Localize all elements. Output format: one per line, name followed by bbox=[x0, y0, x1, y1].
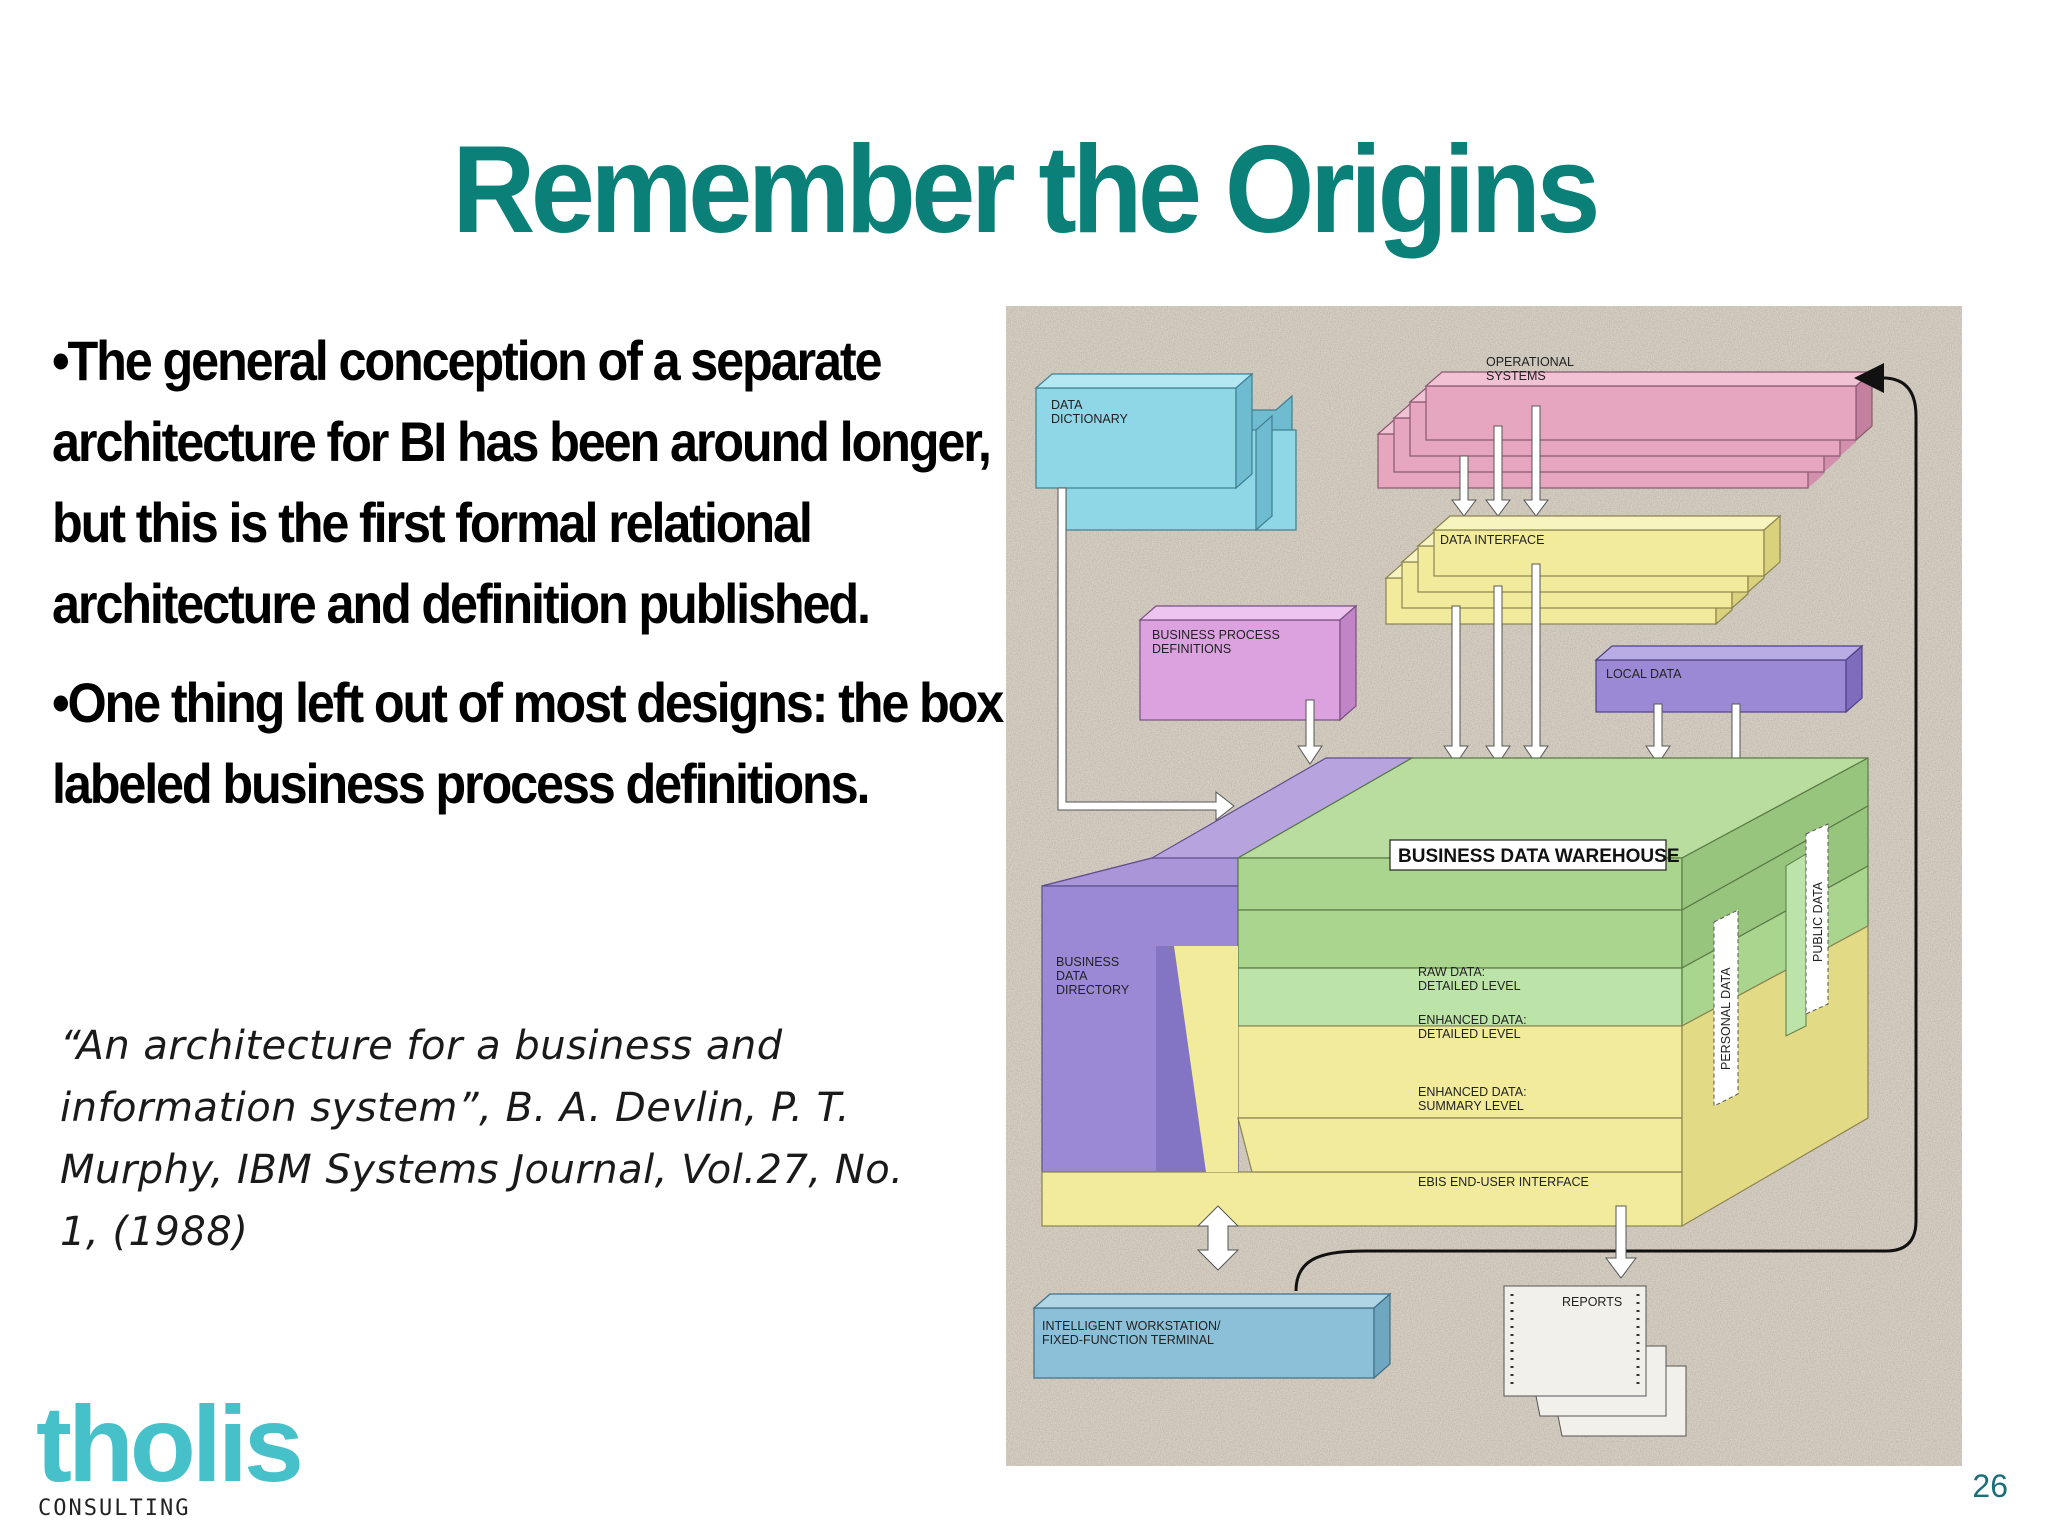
svg-text:RAW DATA:DETAILED LEVEL: RAW DATA:DETAILED LEVEL bbox=[1418, 965, 1521, 993]
page-number: 26 bbox=[1972, 1468, 2008, 1504]
workstation-label-2: FIXED-FUNCTION TERMINAL bbox=[1042, 1333, 1214, 1347]
feedback-arrow bbox=[1294, 363, 1918, 1292]
ebis-label: EBIS END-USER INTERFACE bbox=[1418, 1175, 1589, 1189]
operational-label-1: OPERATIONAL bbox=[1486, 355, 1574, 369]
svg-text:INTELLIGENT WORKSTATION/FIXED-: INTELLIGENT WORKSTATION/FIXED-FUNCTION T… bbox=[1042, 1319, 1221, 1347]
reports-stack: REPORTS bbox=[1503, 1285, 1687, 1437]
directory-label-3: DIRECTORY bbox=[1056, 983, 1130, 997]
workstation-double-arrow bbox=[1196, 1205, 1240, 1271]
svg-text:ENHANCED DATA:DETAILED LEVEL: ENHANCED DATA:DETAILED LEVEL bbox=[1418, 1013, 1527, 1041]
raw-data-label-1: RAW DATA: bbox=[1418, 965, 1485, 979]
enh-summary-label-1: ENHANCED DATA: bbox=[1418, 1085, 1527, 1099]
operational-label-2: SYSTEMS bbox=[1486, 369, 1546, 383]
dictionary-to-directory-arrow bbox=[1057, 487, 1235, 822]
workstation-label-1: INTELLIGENT WORKSTATION/ bbox=[1042, 1319, 1221, 1333]
enh-detailed-label-1: ENHANCED DATA: bbox=[1418, 1013, 1527, 1027]
local-data-box: LOCAL DATA bbox=[1594, 644, 1864, 714]
bullet-1: •The general conception of a separate ar… bbox=[52, 329, 992, 635]
interface-label: DATA INTERFACE bbox=[1440, 533, 1544, 547]
raw-data-label-2: DETAILED LEVEL bbox=[1418, 979, 1521, 993]
dictionary-label-2: DICTIONARY bbox=[1051, 412, 1129, 426]
business-data-warehouse: PERSONAL DATA PUBLIC DATA BUSINESS DATA … bbox=[1041, 756, 1869, 1228]
bpd-label-2: DEFINITIONS bbox=[1152, 642, 1231, 656]
slide-title: Remember the Origins bbox=[452, 121, 1600, 259]
warehouse-label: BUSINESS DATA WAREHOUSE bbox=[1398, 846, 1680, 867]
reports-label: REPORTS bbox=[1562, 1295, 1622, 1309]
logo-subtitle: CONSULTING bbox=[38, 1496, 191, 1521]
citation: “An architecture for a business and info… bbox=[60, 1023, 904, 1255]
bullet-2: •One thing left out of most designs: the… bbox=[52, 671, 1004, 815]
tholis-logo: tholis CONSULTING bbox=[36, 1390, 336, 1530]
data-interface-box: DATA INTERFACE bbox=[1384, 514, 1782, 626]
directory-label-2: DATA bbox=[1056, 969, 1088, 983]
arrows-operational-to-interface bbox=[1451, 405, 1549, 517]
dictionary-label-1: DATA bbox=[1051, 398, 1083, 412]
public-data-label: PUBLIC DATA bbox=[1811, 881, 1825, 962]
svg-text:ENHANCED DATA:SUMMARY LEVEL: ENHANCED DATA:SUMMARY LEVEL bbox=[1418, 1085, 1527, 1113]
local-data-label: LOCAL DATA bbox=[1606, 667, 1682, 681]
personal-data-label: PERSONAL DATA bbox=[1719, 967, 1733, 1070]
bpd-label-1: BUSINESS PROCESS bbox=[1152, 628, 1280, 642]
bullet-list: •The general conception of a separate ar… bbox=[52, 320, 1012, 842]
enh-detailed-label-2: DETAILED LEVEL bbox=[1418, 1027, 1521, 1041]
reports-arrow bbox=[1605, 1205, 1637, 1279]
logo-wordmark: tholis bbox=[36, 1383, 304, 1504]
workstation-box: INTELLIGENT WORKSTATION/FIXED-FUNCTION T… bbox=[1032, 1292, 1392, 1380]
directory-label-1: BUSINESS bbox=[1056, 955, 1119, 969]
enh-summary-label-2: SUMMARY LEVEL bbox=[1418, 1099, 1524, 1113]
